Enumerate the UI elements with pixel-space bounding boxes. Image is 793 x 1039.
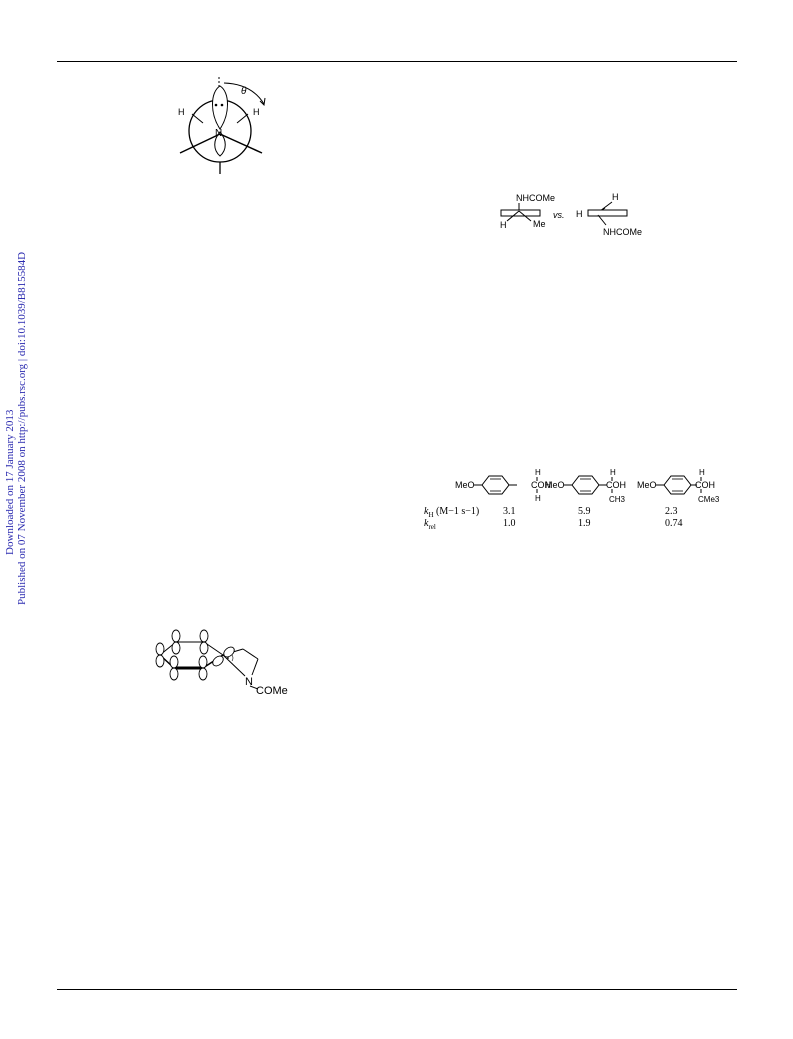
- alcohols-figure: MeO H COH H MeO H COH CH3 MeO H COH: [455, 468, 720, 504]
- coh-label: COH: [695, 480, 715, 490]
- n-label: N: [245, 676, 253, 688]
- n-label: N: [215, 128, 222, 139]
- top-rule: [57, 61, 737, 62]
- coh-label: COH: [531, 480, 551, 490]
- compound-1: MeO H COH H: [455, 468, 551, 503]
- vs-label: vs.: [553, 210, 565, 220]
- me-label: Me: [533, 219, 546, 229]
- compound-2: MeO H COH CH3: [545, 468, 626, 504]
- kh-row-label: kH (M−1 s−1): [424, 506, 480, 519]
- compound-3: MeO H COH CMe3: [637, 468, 720, 504]
- kh-value-3: 2.3: [665, 506, 678, 517]
- sub-label: CMe3: [698, 495, 720, 504]
- sidebar-published: Published on 07 November 2008 on http://…: [16, 251, 28, 605]
- bicyclic-figure: N COMe: [155, 629, 288, 696]
- sub-label: H: [535, 494, 541, 503]
- sub-label: CH3: [609, 495, 626, 504]
- h-top-label: H: [610, 468, 616, 477]
- h-right-label: H: [253, 107, 260, 117]
- coh-label: COH: [606, 480, 626, 490]
- newman-projection-figure: θ N H H: [178, 77, 266, 174]
- sidebar: Downloaded on 17 January 2013 Published …: [0, 0, 30, 1039]
- h-label: H: [500, 220, 507, 230]
- sidebar-downloaded: Downloaded on 17 January 2013: [4, 409, 16, 555]
- theta-label: θ: [241, 86, 247, 97]
- h-top-label: H: [699, 468, 705, 477]
- conformers-figure: NHCOMe H Me vs. H H NHCOMe: [500, 192, 642, 237]
- h-top-label: H: [535, 468, 541, 477]
- krel-value-3: 0.74: [665, 518, 683, 529]
- krel-value-1: 1.0: [503, 518, 516, 529]
- h2-label: H: [612, 192, 619, 202]
- bottom-rule: [57, 989, 737, 990]
- kh-value-2: 5.9: [578, 506, 591, 517]
- h3-label: H: [576, 209, 583, 219]
- h-left-label: H: [178, 107, 185, 117]
- nhcome2-label: NHCOMe: [603, 227, 642, 237]
- meo-label: MeO: [637, 480, 657, 490]
- come-label: COMe: [256, 685, 288, 696]
- meo-label: MeO: [455, 480, 475, 490]
- kh-value-1: 3.1: [503, 506, 516, 517]
- krel-row-label: krel: [424, 518, 436, 531]
- krel-value-2: 1.9: [578, 518, 591, 529]
- nhcome-label: NHCOMe: [516, 193, 555, 203]
- meo-label: MeO: [545, 480, 565, 490]
